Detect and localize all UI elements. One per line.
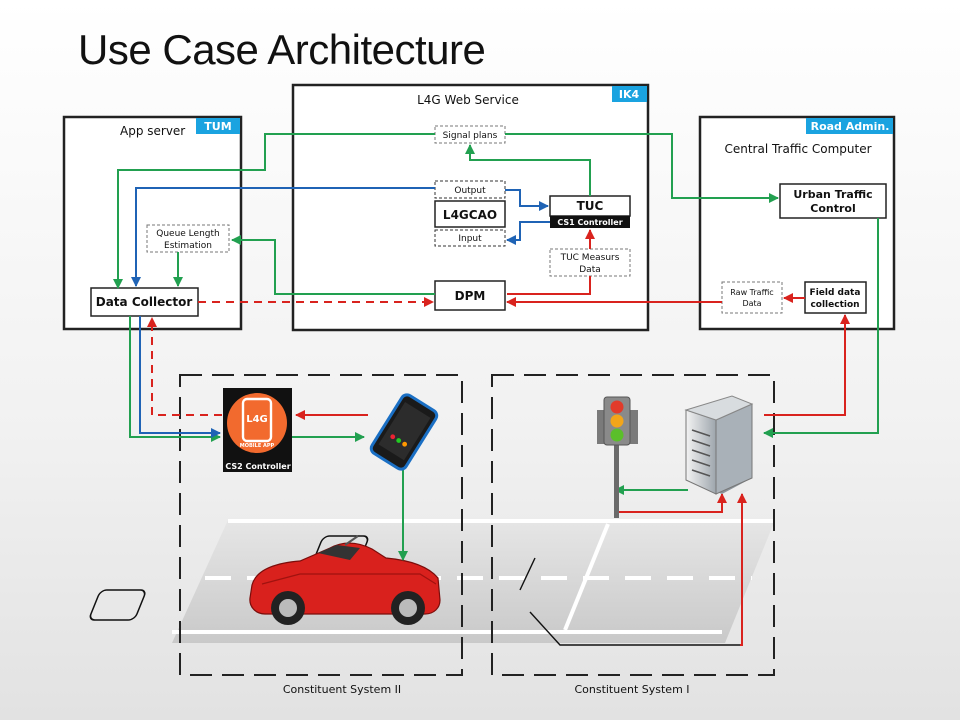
urban-traffic-label: Urban Traffic bbox=[793, 188, 872, 201]
l4gcao-node: L4GCAO bbox=[443, 208, 497, 222]
red-arrow bbox=[764, 314, 850, 416]
red-arrow bbox=[618, 493, 727, 513]
traffic-light-icon bbox=[597, 396, 638, 518]
green-arrow bbox=[505, 133, 779, 203]
tag-tum: TUM bbox=[204, 120, 231, 133]
red-arrow bbox=[737, 493, 747, 646]
app-server-label: App server bbox=[120, 124, 185, 138]
dpm-node: DPM bbox=[455, 289, 486, 303]
blue-arrow bbox=[505, 189, 549, 211]
data-collector-node: Data Collector bbox=[96, 295, 193, 309]
mobile-app-icon: L4G MOBILE APP CS2 Controller bbox=[223, 388, 292, 472]
mobile-app-logo: L4G bbox=[246, 414, 268, 425]
induction-loop bbox=[89, 589, 146, 621]
input-node: Input bbox=[458, 234, 482, 244]
tuc-measures-label: TUC Measurs bbox=[560, 253, 620, 263]
green-arrow bbox=[763, 218, 879, 438]
green-arrow bbox=[465, 144, 591, 196]
urban-traffic-label-2: Control bbox=[810, 202, 855, 215]
signal-plans-node: Signal plans bbox=[443, 131, 498, 141]
constituent-system-ii-label: Constituent System II bbox=[283, 683, 401, 696]
output-node: Output bbox=[454, 186, 486, 196]
cs1-controller-label: CS1 Controller bbox=[557, 218, 622, 227]
field-data-label: Field data bbox=[810, 288, 861, 298]
web-service-label: L4G Web Service bbox=[417, 93, 519, 107]
tuc-node: TUC bbox=[577, 199, 604, 213]
traffic-computer-label: Central Traffic Computer bbox=[724, 142, 871, 156]
cs2-controller-label: CS2 Controller bbox=[225, 462, 290, 471]
car-icon bbox=[249, 535, 441, 625]
tuc-measures-label-2: Data bbox=[579, 265, 601, 275]
field-data-label-2: collection bbox=[810, 300, 859, 310]
tag-ik4: IK4 bbox=[619, 88, 640, 101]
blue-arrow bbox=[139, 316, 221, 438]
constituent-system-i-label: Constituent System I bbox=[574, 683, 689, 696]
constituent-system-i-box bbox=[491, 374, 775, 676]
connectors bbox=[113, 133, 879, 646]
green-arrow bbox=[129, 316, 221, 442]
red-arrow bbox=[507, 276, 591, 295]
queue-length-label: Queue Length bbox=[156, 229, 219, 239]
green-arrow bbox=[231, 235, 435, 295]
constituent-system-ii-box bbox=[179, 374, 463, 676]
green-arrow bbox=[113, 133, 435, 289]
tag-road-admin: Road Admin. bbox=[811, 120, 890, 133]
red-dashed-arrow bbox=[147, 317, 222, 416]
tag-badge bbox=[196, 118, 240, 134]
queue-length-label-2: Estimation bbox=[164, 241, 212, 251]
mobile-app-caption: MOBILE APP bbox=[240, 443, 275, 449]
raw-traffic-label: Raw Traffic bbox=[730, 288, 773, 297]
blue-arrow bbox=[506, 221, 550, 245]
smartphone-icon bbox=[369, 393, 439, 471]
server-icon bbox=[684, 395, 754, 495]
raw-traffic-label-2: Data bbox=[742, 299, 761, 308]
blue-arrow bbox=[131, 187, 435, 287]
page-title: Use Case Architecture bbox=[78, 26, 486, 73]
